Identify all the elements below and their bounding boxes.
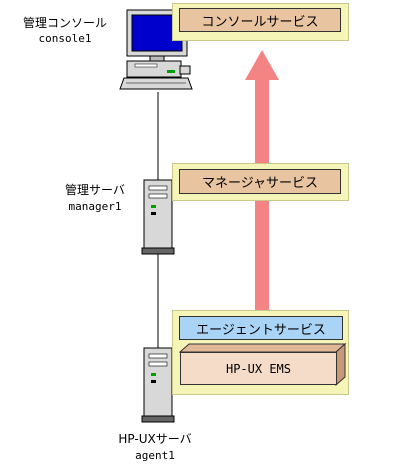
console-title: 管理コンソール [22,16,107,30]
manager-host: manager1 [68,200,122,213]
agent-service-box: エージェントサービス [179,316,343,340]
flow-arrow-head [245,50,279,80]
agent-host: agent1 [135,449,175,462]
console-host: console1 [38,32,92,45]
manager-title: 管理サーバ [65,183,125,197]
manager-service-box: マネージャサービス [179,169,341,194]
agent-title: HP-UXサーバ [118,432,192,446]
ems-box: HP-UX EMS [180,352,337,385]
console-service-box: コンソールサービス [179,8,341,32]
